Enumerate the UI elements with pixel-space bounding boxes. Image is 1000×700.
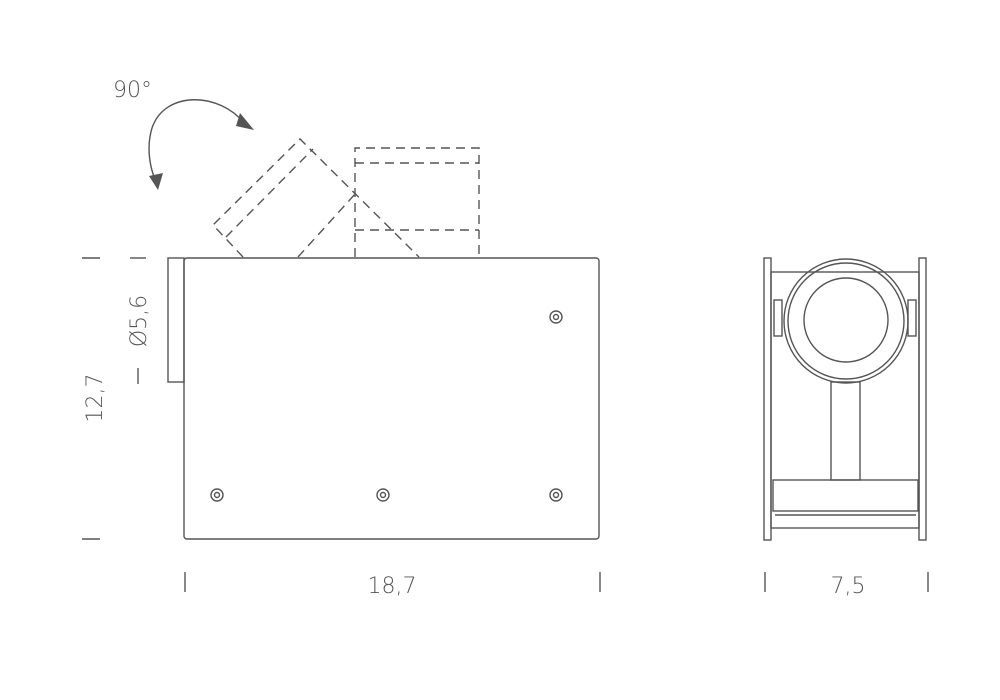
arrowhead-icon	[236, 113, 254, 130]
screw-icons	[210, 310, 563, 502]
upright-head-outline	[354, 147, 480, 257]
depth-dimension: 7,5	[831, 574, 866, 599]
width-dimension: 18,7	[368, 574, 417, 599]
rotation-arrow	[148, 99, 246, 183]
arrowhead-icon	[149, 173, 163, 190]
height-dimension: 12,7	[83, 374, 108, 423]
mounting-tab	[167, 257, 185, 383]
diameter-dimension: Ø5,6	[127, 295, 152, 347]
dimension-ticks	[82, 257, 929, 592]
rotation-label: 90°	[113, 78, 152, 103]
tilted-head-outline	[212, 138, 420, 258]
fixture-body-front	[183, 257, 600, 540]
fixture-side-view	[763, 257, 927, 541]
